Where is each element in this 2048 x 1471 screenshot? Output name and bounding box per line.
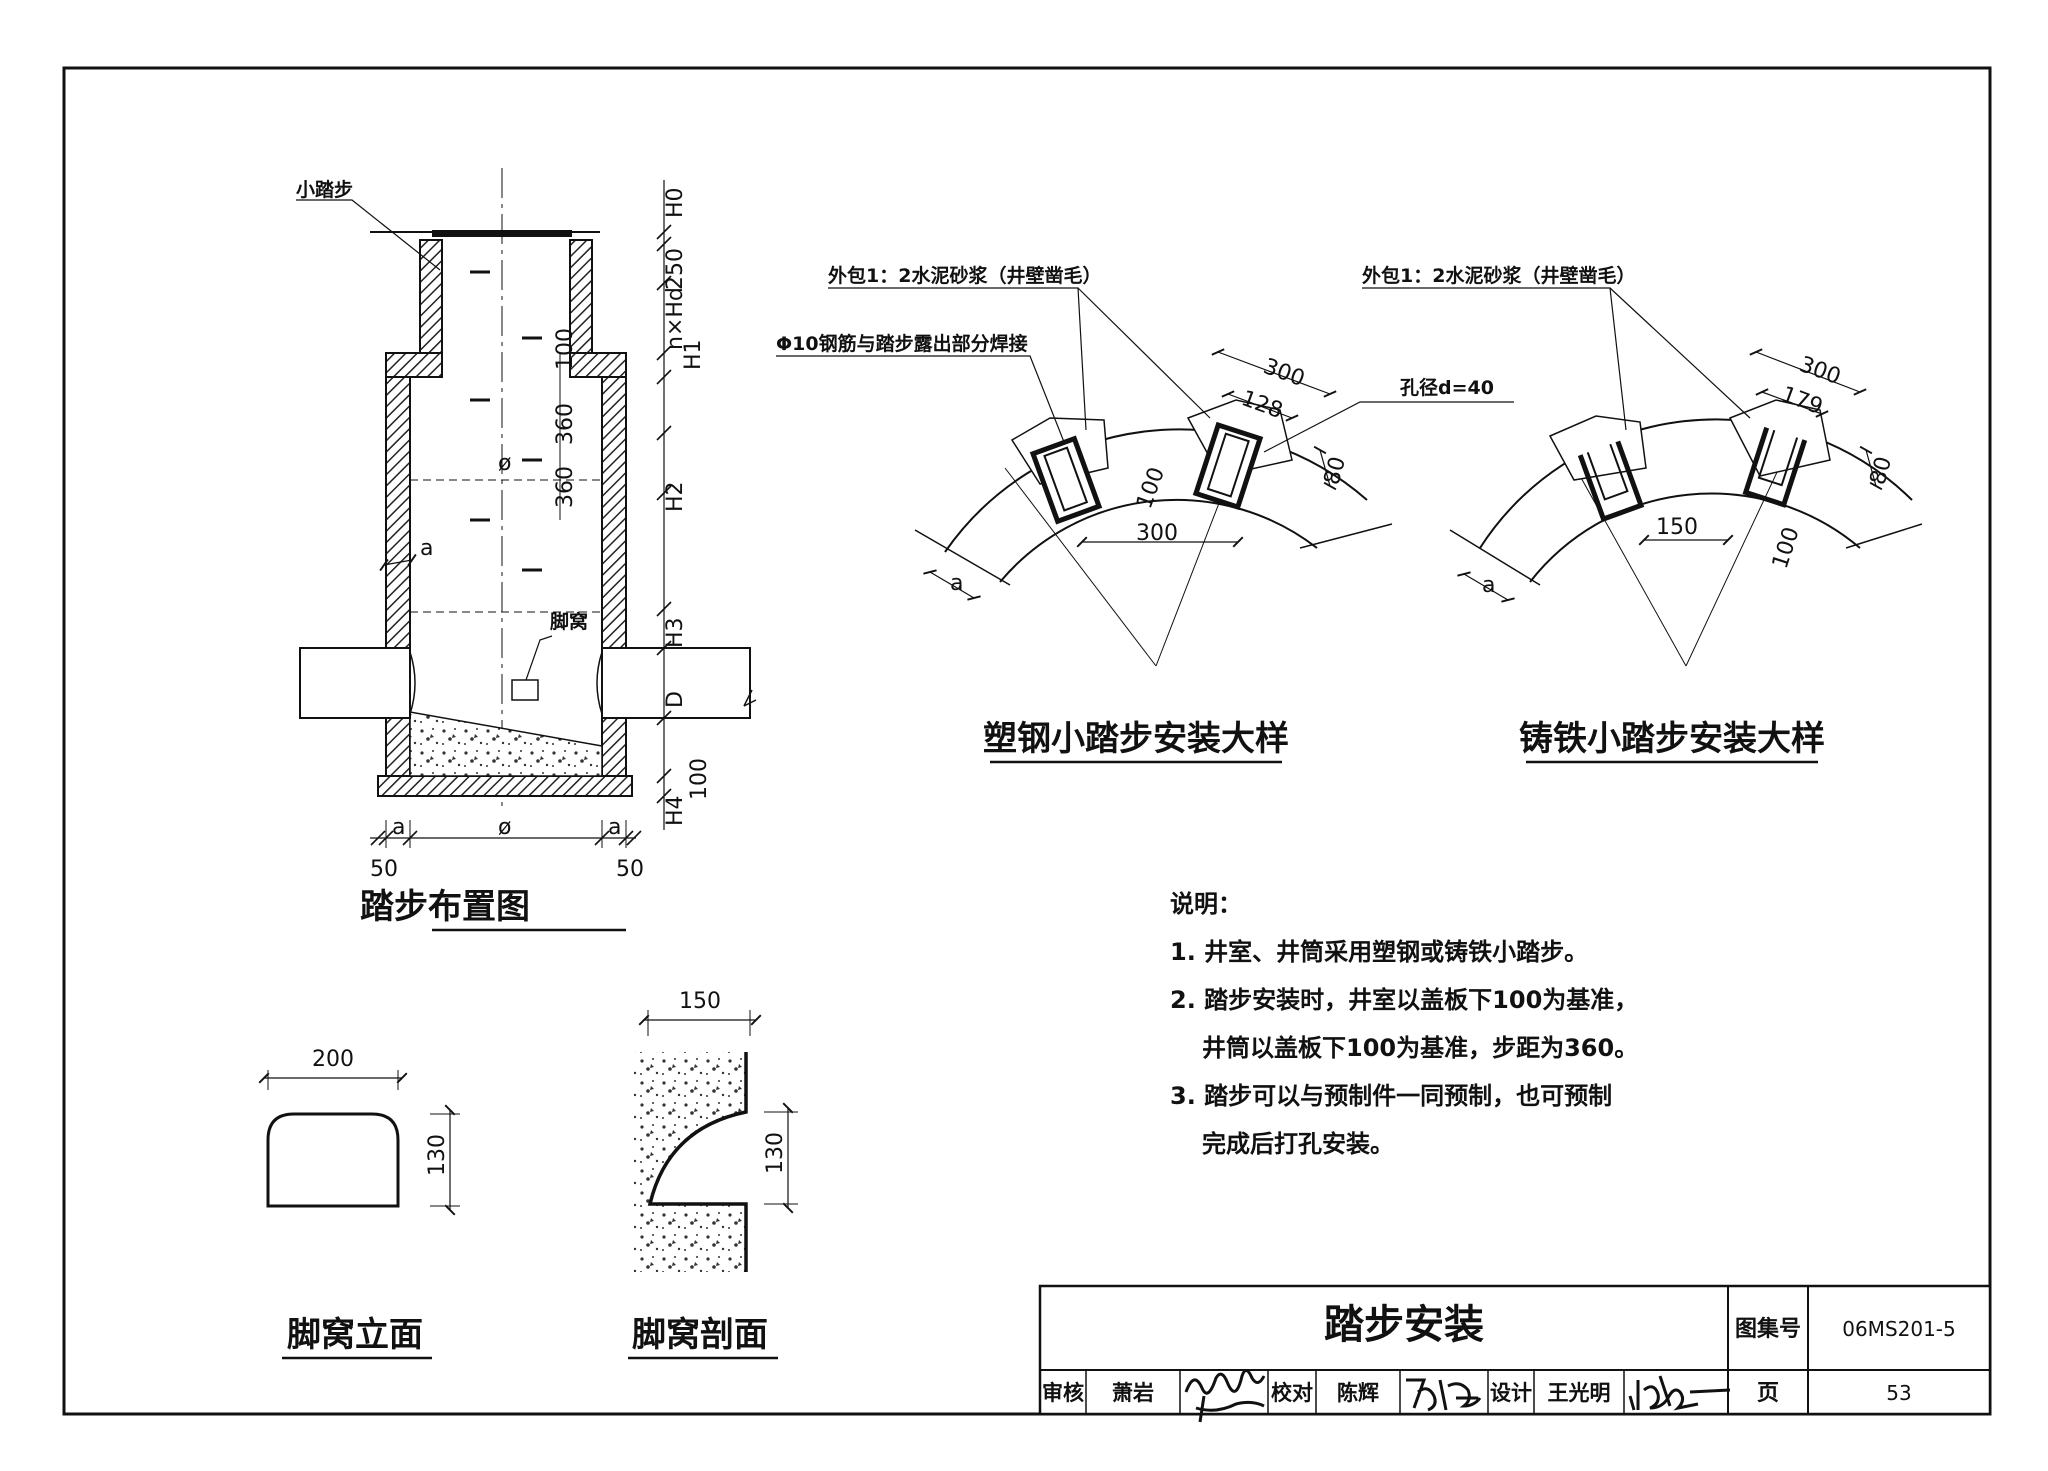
dim-360-b: 360 <box>553 466 578 508</box>
designer-signature <box>1628 1375 1731 1411</box>
iron-dim-300: 300 <box>1796 352 1844 390</box>
section-dim-130: 130 <box>763 1132 788 1174</box>
outer-frame <box>62 66 1992 1416</box>
dim-h0: H0 <box>663 187 688 218</box>
iron-step-detail: 外包1：2水泥砂浆（井壁凿毛） 300 179 80 150 100 a 铸铁小… <box>1362 264 1923 764</box>
dim-h2: H2 <box>663 481 688 512</box>
checker-name: 陈辉 <box>1337 1381 1379 1405</box>
dim-h4: H4 <box>663 795 688 826</box>
note-line-4: 3. 踏步可以与预制件一同预制，也可预制 <box>1170 1082 1612 1110</box>
foot-elevation-title: 脚窝立面 <box>287 1315 423 1355</box>
plastic-dim-a: a <box>950 571 963 596</box>
foot-hole-elevation: 200 130 脚窝立面 <box>258 1047 460 1360</box>
iron-dim-150: 150 <box>1656 515 1698 540</box>
check-label: 校对 <box>1271 1381 1313 1405</box>
step-layout-view: 小踏步 脚窝 a ø H0 250 n×Hd H1 100 <box>296 168 757 932</box>
notes-heading: 说明： <box>1170 890 1242 918</box>
iron-dim-100: 100 <box>1768 524 1805 572</box>
iron-dim-a: a <box>1482 573 1495 598</box>
rebar-weld-callout: Φ10钢筋与踏步露出部分焊接 <box>776 332 1028 355</box>
dim-100-bottom: 100 <box>687 758 712 800</box>
plastic-step-detail: 外包1：2水泥砂浆（井壁凿毛） Φ10钢筋与踏步露出部分焊接 孔径d=40 30… <box>776 264 1514 764</box>
review-label: 审核 <box>1042 1381 1084 1405</box>
foot-section-title: 脚窝剖面 <box>632 1315 768 1355</box>
foot-hole-section: 150 130 脚窝剖面 <box>628 989 798 1360</box>
plastic-detail-title: 塑钢小踏步安装大样 <box>983 719 1289 759</box>
atlas-number: 06MS201-5 <box>1842 1317 1956 1341</box>
dim-nhd: n×Hd <box>663 287 688 350</box>
atlas-label: 图集号 <box>1735 1316 1801 1342</box>
note-line-1: 1. 井室、井筒采用塑钢或铸铁小踏步。 <box>1170 938 1588 966</box>
reviewer-name: 萧岩 <box>1112 1381 1154 1405</box>
section-dim-150: 150 <box>679 989 721 1014</box>
checker-signature <box>1406 1378 1482 1412</box>
hole-dia-callout: 孔径d=40 <box>1400 377 1494 399</box>
page-number: 53 <box>1886 1381 1911 1405</box>
design-label: 设计 <box>1490 1381 1532 1405</box>
dim-h1: H1 <box>681 339 706 370</box>
chamber-dia-symbol: ø <box>498 451 511 476</box>
reviewer-signature <box>1184 1369 1266 1423</box>
dim-bottom-50-left: 50 <box>370 857 398 882</box>
elevation-dim-200: 200 <box>312 1047 354 1072</box>
wall-thickness-a: a <box>420 536 433 561</box>
designer-name: 王光明 <box>1548 1381 1611 1405</box>
iron-detail-title: 铸铁小踏步安装大样 <box>1519 719 1825 759</box>
note-line-5: 完成后打孔安装。 <box>1202 1130 1394 1158</box>
dim-250: 250 <box>663 248 688 290</box>
plastic-mortar-callout: 外包1：2水泥砂浆（井壁凿毛） <box>828 264 1101 287</box>
small-step-callout: 小踏步 <box>296 179 353 201</box>
foot-hole-callout: 脚窝 <box>550 610 588 633</box>
dim-bottom-dia: ø <box>498 815 511 840</box>
note-line-2: 2. 踏步安装时，井室以盖板下100为基准， <box>1170 986 1638 1014</box>
title-block: 踏步安装 图集号 06MS201-5 页 53 审核 萧岩 校对 陈辉 设计 王… <box>1038 1284 1992 1423</box>
note-line-3: 井筒以盖板下100为基准，步距为360。 <box>1202 1034 1638 1062</box>
plastic-dim-300-top: 300 <box>1260 354 1308 392</box>
dim-100-top: 100 <box>553 328 578 370</box>
drawing-title: 踏步安装 <box>1324 1302 1484 1348</box>
layout-view-title: 踏步布置图 <box>360 887 530 927</box>
dim-bottom-a-left: a <box>392 815 405 840</box>
page-label: 页 <box>1757 1381 1779 1406</box>
dim-bottom-50-right: 50 <box>616 857 644 882</box>
plastic-dim-300-bottom: 300 <box>1136 521 1178 546</box>
notes-block: 说明： 1. 井室、井筒采用塑钢或铸铁小踏步。 2. 踏步安装时，井室以盖板下1… <box>1170 890 1638 1158</box>
elevation-dim-130: 130 <box>425 1134 450 1176</box>
iron-mortar-callout: 外包1：2水泥砂浆（井壁凿毛） <box>1362 264 1635 287</box>
dim-d: D <box>663 691 688 708</box>
dim-bottom-a-right: a <box>608 815 621 840</box>
dim-h3: H3 <box>663 617 688 648</box>
plastic-dim-100: 100 <box>1132 464 1170 512</box>
dim-360-a: 360 <box>553 403 578 445</box>
